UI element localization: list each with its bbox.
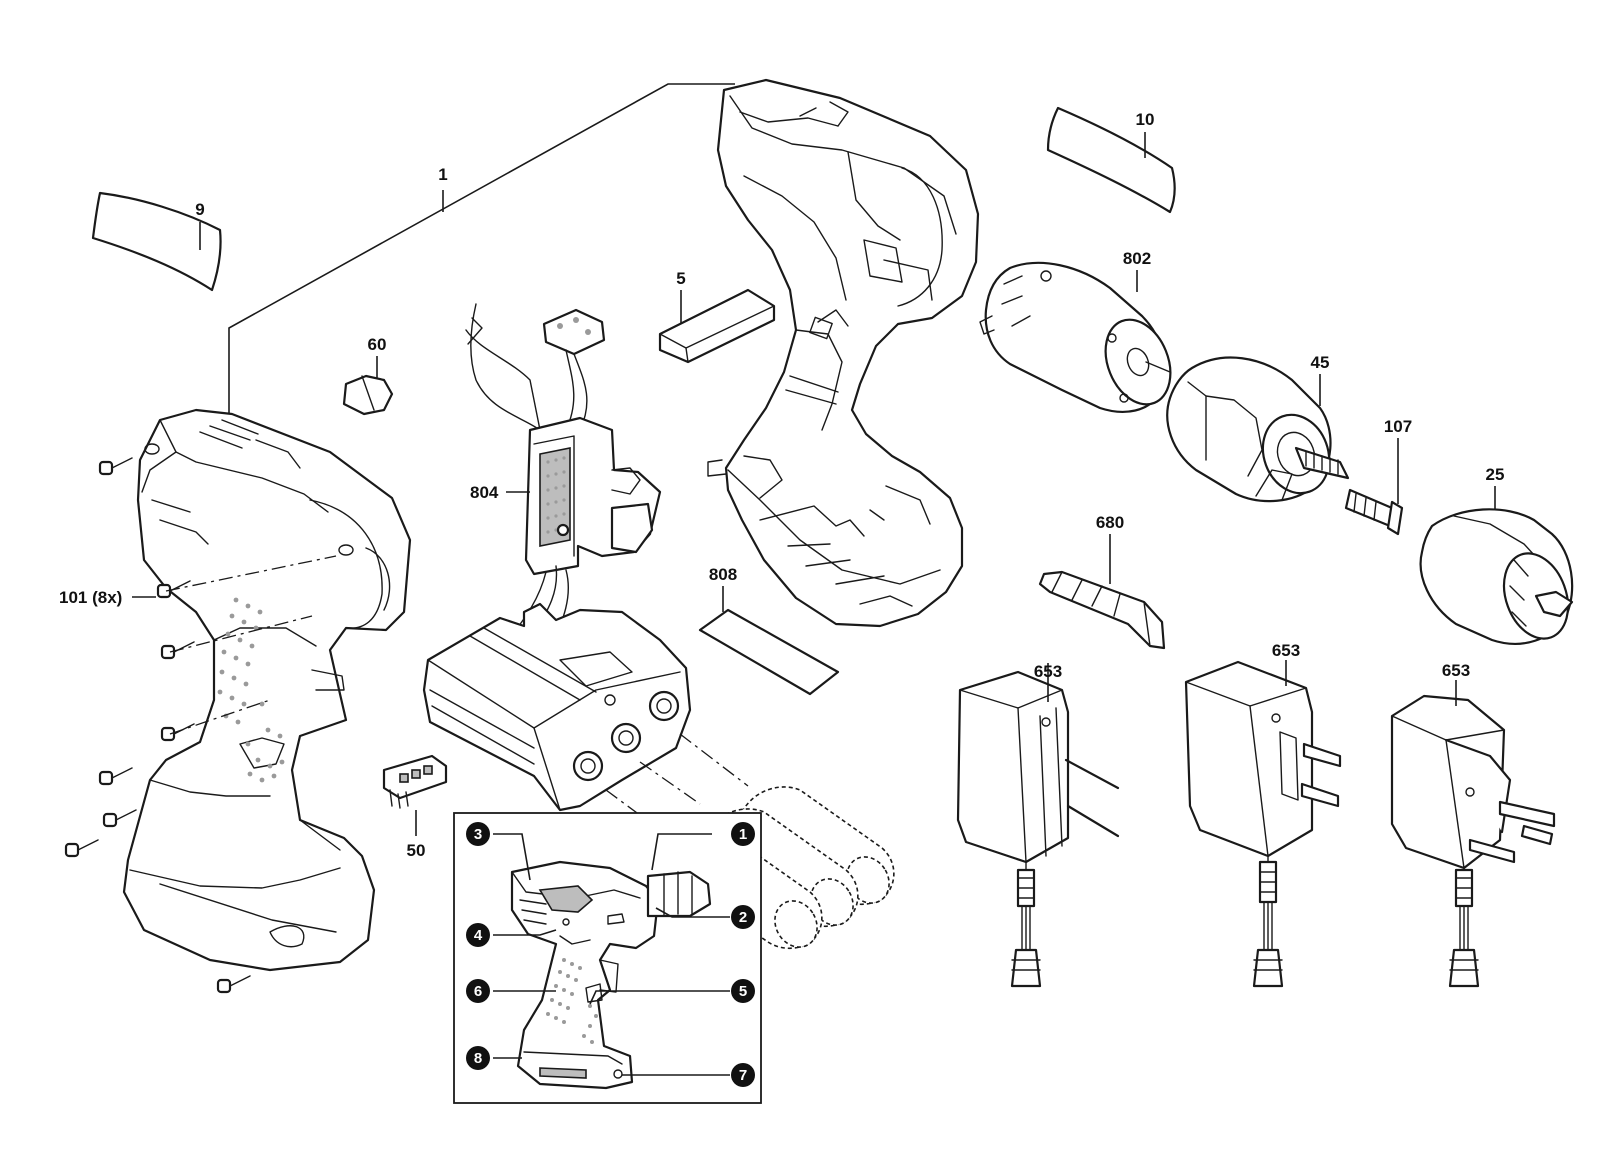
inset-grip-texture [546,958,598,1044]
chuck-25 [1419,486,1574,645]
svg-text:8: 8 [474,1050,482,1067]
label-653-uk: 653 [1442,661,1470,680]
label-680: 680 [1096,513,1124,532]
screw [64,839,99,858]
motor-802 [979,261,1172,413]
clip-part-60 [342,356,394,416]
label-plate-808 [698,586,840,696]
screwdriver-bit-680 [1038,534,1166,650]
callout-badge-2: 2 [731,905,755,929]
label-sticker-10 [1046,106,1176,214]
overview-inset [453,812,762,1104]
inset-callout-badges: 3 1 2 4 6 5 8 7 [466,822,755,1087]
charger-euro-653 [956,663,1120,988]
gearbox-45 [1166,356,1350,503]
svg-text:7: 7 [739,1067,747,1084]
callout-badge-1: 1 [731,822,755,846]
indicator-part-50 [382,754,448,836]
housing-half-left [122,408,412,972]
callout-badge-4: 4 [466,923,490,947]
slider-part-5 [658,288,776,364]
switch-module-804 [465,303,662,576]
callout-badge-3: 3 [466,822,490,846]
label-60: 60 [368,335,387,354]
screw [102,809,137,828]
battery-holder [422,565,749,831]
screw [98,767,133,786]
charger-us-653 [1184,660,1342,988]
svg-text:2: 2 [739,909,747,926]
label-653-us: 653 [1272,641,1300,660]
screw [98,457,133,476]
svg-text:6: 6 [474,983,482,1000]
label-45: 45 [1311,353,1330,372]
label-50: 50 [407,841,426,860]
screw [216,975,251,994]
charger-uk-653 [1390,680,1556,988]
housing-assembly-bracket [228,83,735,420]
svg-text:1: 1 [739,826,747,843]
screw-107 [1344,438,1404,536]
label-5: 5 [676,269,685,288]
inset-drill-drawing [510,860,712,1090]
label-107: 107 [1384,417,1412,436]
screw [160,723,195,742]
callout-badge-5: 5 [731,979,755,1003]
grip-texture [217,597,285,783]
label-sticker-9 [91,191,222,292]
part-labels: 1 9 10 5 60 802 45 107 25 804 680 808 10… [59,110,1504,860]
svg-text:4: 4 [474,927,483,944]
svg-text:5: 5 [739,983,747,1000]
label-1: 1 [438,165,447,184]
housing-half-right [707,78,980,628]
svg-text:3: 3 [474,826,482,843]
label-10: 10 [1136,110,1155,129]
label-808: 808 [709,565,737,584]
label-9: 9 [195,200,204,219]
callout-badge-7: 7 [731,1063,755,1087]
callout-badge-8: 8 [466,1046,490,1070]
callout-badge-6: 6 [466,979,490,1003]
label-804: 804 [470,483,499,502]
label-653-euro: 653 [1034,662,1062,681]
screws-101 [64,457,337,994]
label-25: 25 [1486,465,1505,484]
label-802: 802 [1123,249,1151,268]
label-101: 101 (8x) [59,588,122,607]
